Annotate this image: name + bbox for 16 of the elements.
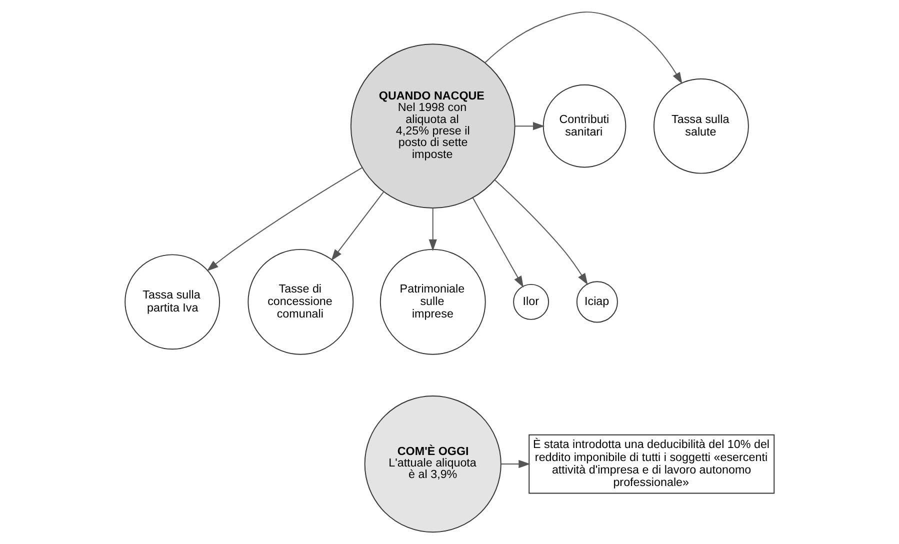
arrow xyxy=(472,197,524,288)
node-box: È stata introdotta una deducibilità del 10% del reddito imponibile di tutti i soggetti «esercenti attività d'impresa e di lavoro autonomo professionale» xyxy=(528,434,775,494)
arrow xyxy=(514,122,545,130)
node-circle: Iciap xyxy=(576,281,618,323)
arrow xyxy=(331,191,384,261)
arrow xyxy=(484,12,682,84)
node-circle: Tassa sulla salute xyxy=(653,78,749,174)
node-circle: QUANDO NACQUE Nel 1998 con aliquota al 4,25% prese il posto di sette imposte xyxy=(350,44,516,209)
node-circle: COM'È OGGI L'attuale aliquota è al 3,9% xyxy=(364,396,502,533)
arrow xyxy=(206,167,363,272)
arrow xyxy=(494,179,588,285)
arrow xyxy=(428,207,437,252)
node-circle: Patrimoniale sulle imprese xyxy=(380,248,486,355)
arrow xyxy=(500,460,530,468)
node-circle: Contributi sanitari xyxy=(542,84,626,168)
node-circle: Ilor xyxy=(513,284,550,320)
